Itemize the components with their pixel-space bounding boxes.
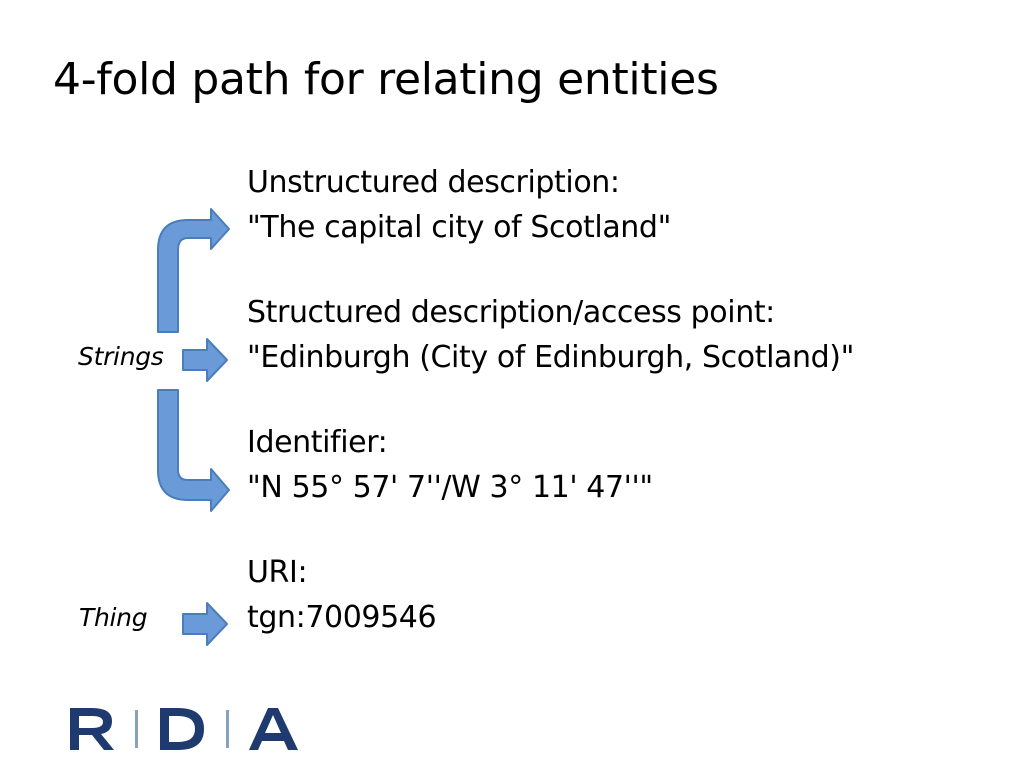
structured-description-heading: Structured description/access point: — [247, 295, 775, 330]
identifier-block: Identifier: "N 55° 57' 7''/W 3° 11' 47''… — [247, 420, 653, 510]
structured-description-value: "Edinburgh (City of Edinburgh, Scotland)… — [247, 340, 854, 375]
logo-letter-a — [249, 708, 298, 750]
logo-letter-d — [160, 708, 204, 750]
logo-letter-r — [70, 708, 114, 750]
straight-arrow-thing-icon — [182, 602, 228, 646]
slide-title: 4-fold path for relating entities — [53, 54, 719, 105]
strings-label: Strings — [78, 342, 164, 371]
straight-arrow-strings-icon — [182, 338, 228, 382]
logo-divider-2 — [226, 710, 229, 748]
curved-arrow-up-icon — [157, 208, 230, 333]
identifier-heading: Identifier: — [247, 425, 388, 460]
thing-label: Thing — [79, 603, 148, 632]
unstructured-description-block: Unstructured description: "The capital c… — [247, 160, 671, 250]
logo-divider-1 — [135, 710, 138, 748]
uri-block: URI: tgn:7009546 — [247, 550, 437, 640]
structured-description-block: Structured description/access point: "Ed… — [247, 290, 854, 380]
uri-value: tgn:7009546 — [247, 600, 437, 635]
unstructured-description-heading: Unstructured description: — [247, 165, 620, 200]
uri-heading: URI: — [247, 555, 308, 590]
curved-arrow-down-icon — [157, 389, 230, 512]
identifier-value: "N 55° 57' 7''/W 3° 11' 47''" — [247, 470, 653, 505]
rda-logo — [70, 708, 298, 750]
unstructured-description-value: "The capital city of Scotland" — [247, 210, 671, 245]
